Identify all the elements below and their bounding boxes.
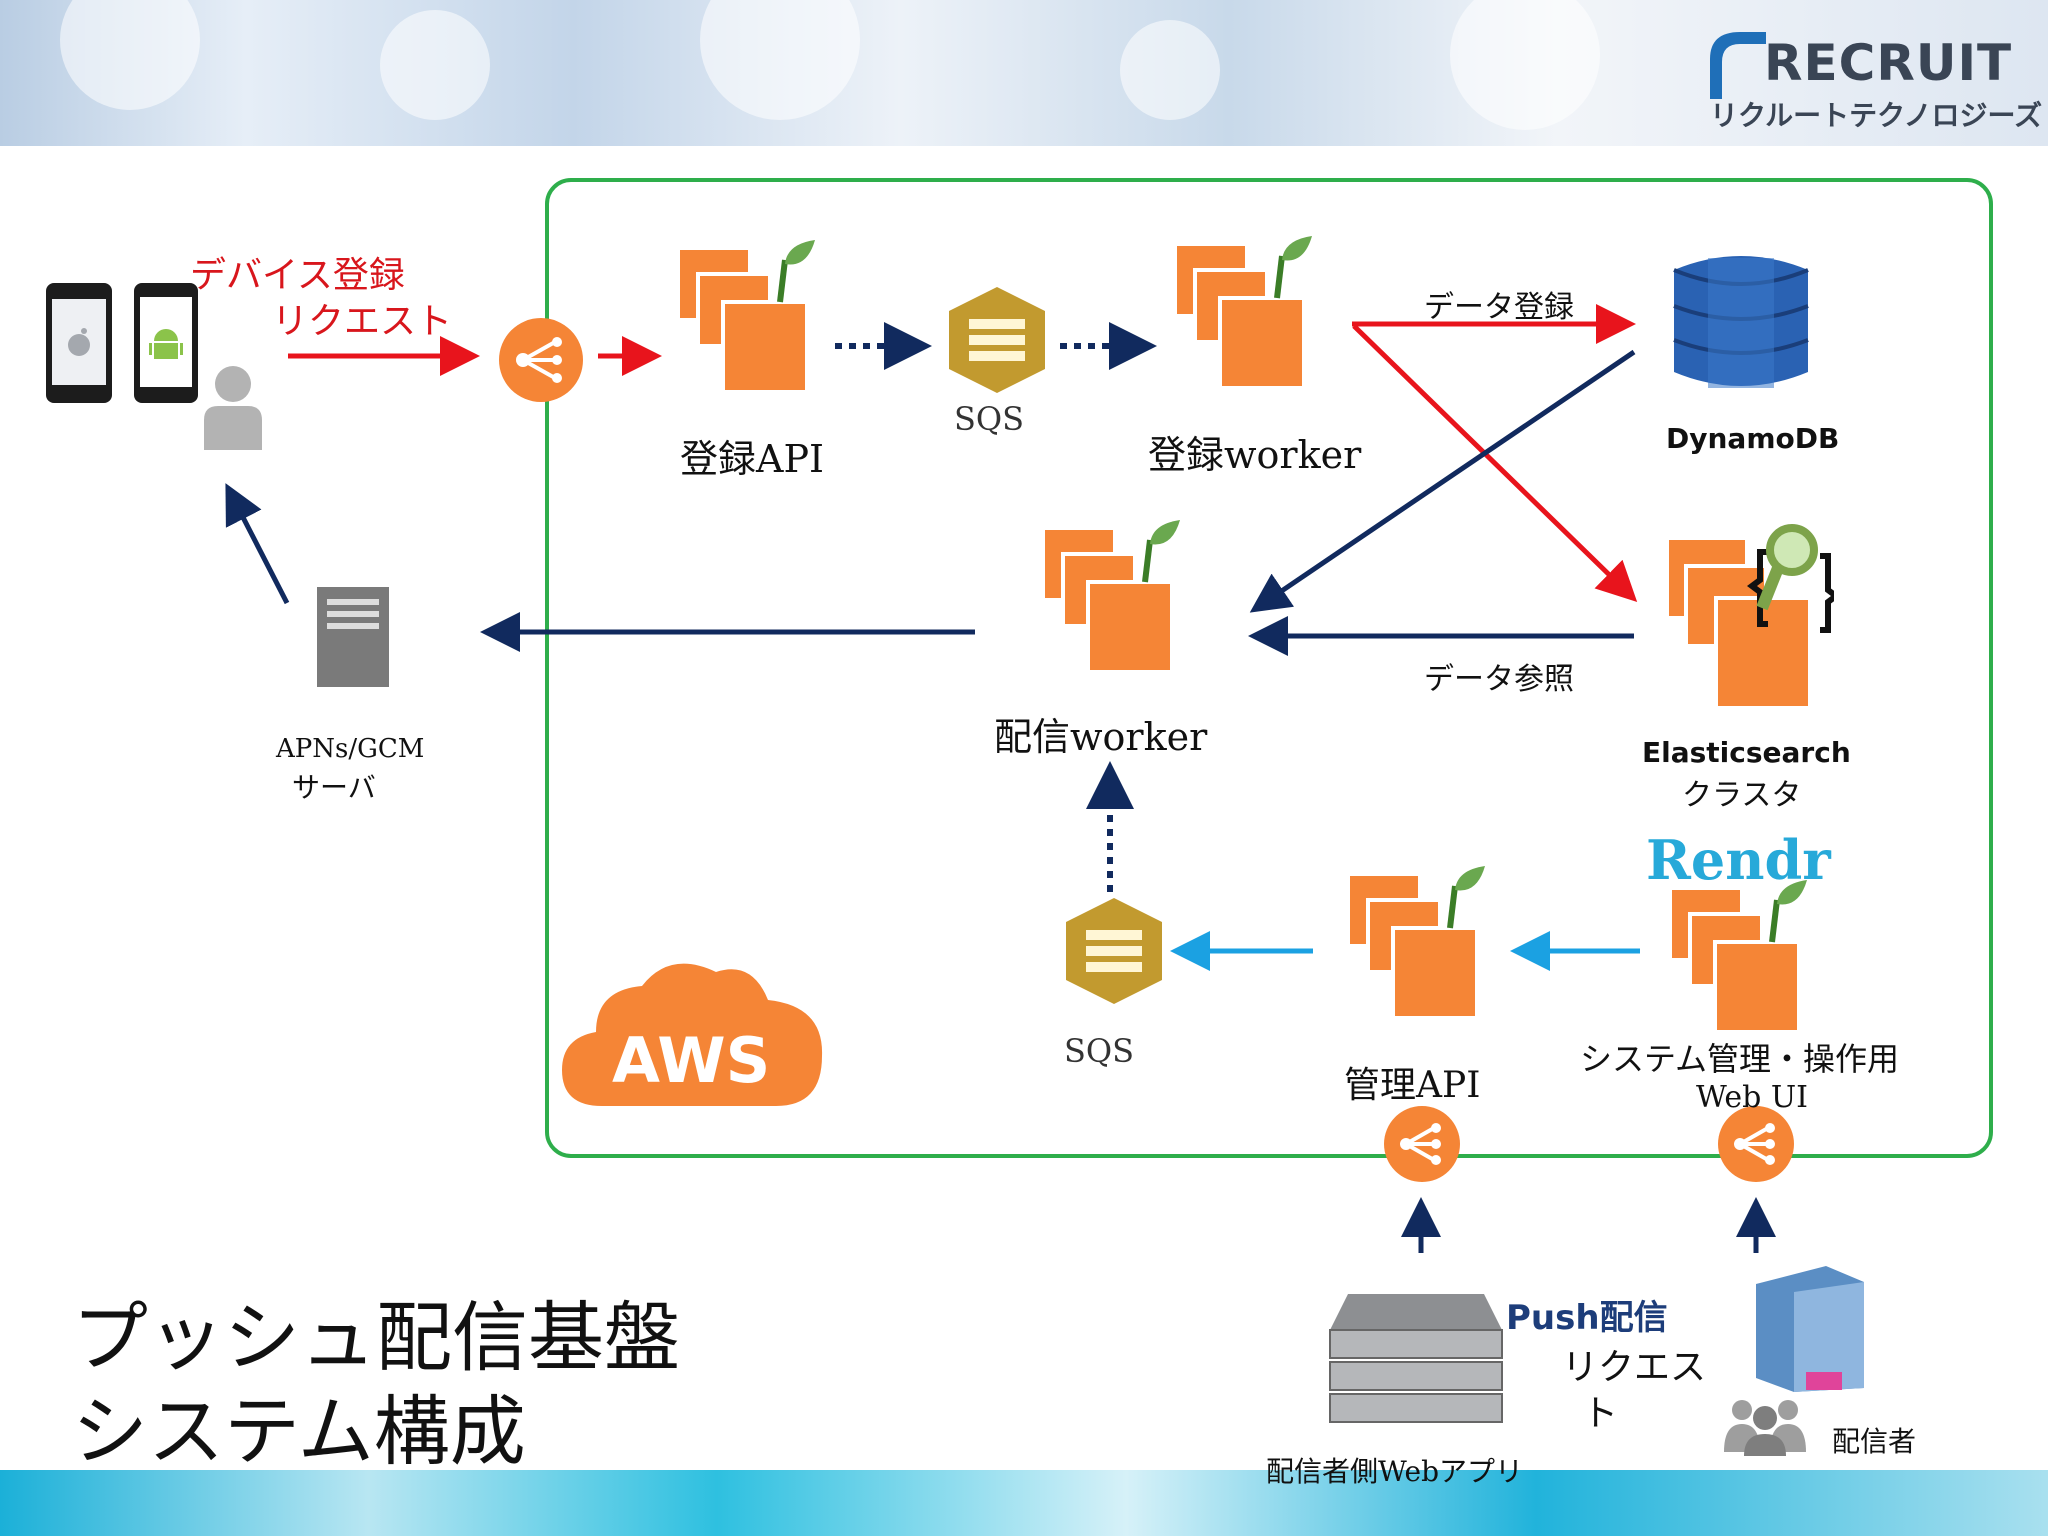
page-title-line2: システム構成 xyxy=(72,1387,526,1476)
logo-subtext: リクルートテクノロジーズ xyxy=(1710,99,2043,132)
apple-logo-icon xyxy=(68,328,90,356)
register-worker-beanstalk-icon xyxy=(1173,236,1312,390)
apns-label-1: APNs/GCM xyxy=(276,734,425,764)
arrow-apns-to-device xyxy=(225,483,290,605)
aws-label: AWS xyxy=(612,1024,771,1097)
push-request-label-3: ト xyxy=(1582,1393,1619,1434)
sqs-top-icon xyxy=(949,287,1045,393)
dynamodb-icon xyxy=(1673,256,1809,388)
logo-text: RECRUIT xyxy=(1764,34,2013,92)
admin-api-beanstalk-icon xyxy=(1346,866,1485,1020)
sqs-top-label: SQS xyxy=(954,400,1025,438)
aws-boundary xyxy=(545,178,1993,1158)
web-app-server-icon xyxy=(1329,1294,1503,1423)
data-reference-label: データ参照 xyxy=(1424,662,1574,697)
apns-server-icon xyxy=(317,587,389,687)
aws-cloud-icon xyxy=(562,963,823,1106)
recruit-logo-mark xyxy=(1710,32,1766,99)
admin-load-balancer-icon xyxy=(1384,1106,1460,1182)
elasticsearch-sub-label: クラスタ xyxy=(1682,778,1802,813)
elasticsearch-label: Elasticsearch xyxy=(1642,736,1851,769)
sqs-bottom-icon xyxy=(1066,898,1162,1004)
apns-label-2: サーバ xyxy=(292,771,376,804)
footer-band xyxy=(0,1470,2048,1536)
sqs-bottom-label: SQS xyxy=(1064,1032,1135,1070)
load-balancer-icon xyxy=(499,318,583,402)
data-register-label: データ登録 xyxy=(1424,290,1574,325)
arrow-dynamodb-to-delivery-worker xyxy=(1249,349,1636,613)
user-icon xyxy=(204,366,262,450)
building-icon xyxy=(1756,1266,1864,1392)
arrow-register-worker-to-elasticsearch xyxy=(1352,324,1638,602)
admin-api-label: 管理API xyxy=(1344,1065,1481,1106)
rendr-logo: Rendr xyxy=(1646,828,1831,892)
web-ui-label-2: Web UI xyxy=(1696,1080,1809,1115)
device-request-label-2: リクエスト xyxy=(272,301,453,342)
android-screen xyxy=(140,297,192,387)
register-api-label: 登録API xyxy=(680,437,825,481)
header-bubble xyxy=(380,10,490,120)
dynamodb-label: DynamoDB xyxy=(1666,422,1840,455)
android-phone-icon xyxy=(134,283,198,403)
delivery-worker-beanstalk-icon xyxy=(1041,520,1180,674)
register-api-beanstalk-icon xyxy=(676,240,815,394)
recruit-logo: RECRUIT リクルートテクノロジーズ xyxy=(1700,24,2043,134)
webui-load-balancer-icon xyxy=(1718,1106,1794,1182)
push-request-label-1: Push配信 xyxy=(1506,1298,1668,1338)
android-logo-icon xyxy=(149,329,183,359)
iphone-icon xyxy=(46,283,112,403)
header-band xyxy=(0,0,2048,146)
header-bubble xyxy=(1450,0,1600,130)
people-icon xyxy=(1724,1400,1806,1456)
header-bubble xyxy=(60,0,200,110)
sender-web-app-label: 配信者側Webアプリ xyxy=(1266,1455,1523,1488)
delivery-worker-label: 配信worker xyxy=(994,715,1208,759)
web-ui-label-1: システム管理・操作用 xyxy=(1580,1040,1900,1078)
webui-beanstalk-icon xyxy=(1668,880,1807,1034)
elasticsearch-icon xyxy=(1665,524,1834,710)
push-request-label-2: リクエス xyxy=(1562,1347,1707,1388)
header-bubble xyxy=(1120,20,1220,120)
sender-label: 配信者 xyxy=(1832,1425,1917,1458)
register-worker-label: 登録worker xyxy=(1148,433,1362,477)
page-title-line1: プッシュ配信基盤 xyxy=(72,1293,680,1382)
device-request-label-1: デバイス登録 xyxy=(190,255,405,296)
